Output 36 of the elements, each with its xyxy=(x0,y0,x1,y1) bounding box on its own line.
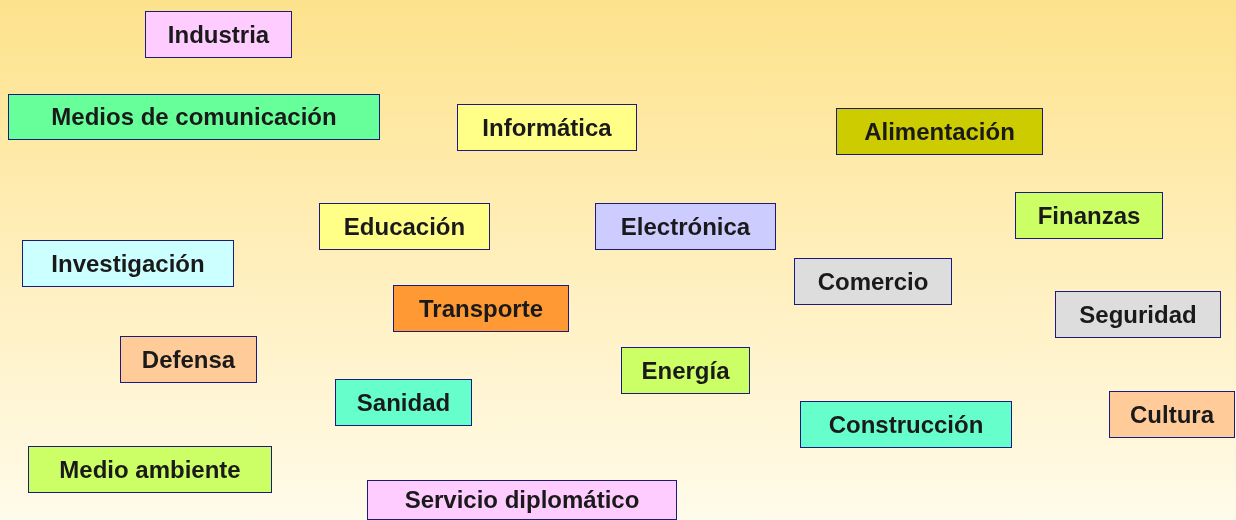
sector-box xyxy=(8,94,380,140)
sector-label: Cultura xyxy=(1130,400,1214,429)
sector-box xyxy=(319,203,490,250)
sector-box xyxy=(621,347,750,394)
sector-label: Servicio diplomático xyxy=(404,486,640,514)
sector-box xyxy=(1015,192,1163,239)
sector-label: Finanzas xyxy=(1037,201,1141,230)
sector-label: Sanidad xyxy=(356,388,451,417)
sector-box xyxy=(1055,291,1221,338)
sector-label: Informática xyxy=(482,113,612,142)
sector-box xyxy=(393,285,569,332)
sector-box xyxy=(836,108,1043,155)
sector-label: Alimentación xyxy=(864,117,1015,146)
sector-box xyxy=(145,11,292,58)
sector-box xyxy=(1109,391,1235,438)
sector-label: Educación xyxy=(343,212,466,241)
sector-label: Medio ambiente xyxy=(59,455,241,484)
sector-label: Defensa xyxy=(141,345,236,374)
sector-box xyxy=(595,203,776,250)
sector-box xyxy=(367,480,677,520)
sector-box xyxy=(120,336,257,383)
sector-label: Investigación xyxy=(51,249,205,278)
sector-label: Medios de comunicación xyxy=(51,103,337,131)
sector-label: Industria xyxy=(167,20,270,49)
sector-label: Seguridad xyxy=(1079,300,1197,329)
sector-label: Transporte xyxy=(419,294,543,323)
sector-box xyxy=(335,379,472,426)
sector-box xyxy=(457,104,637,151)
sector-label: Comercio xyxy=(817,267,929,296)
sector-box xyxy=(28,446,272,493)
sector-box xyxy=(22,240,234,287)
sector-box xyxy=(794,258,952,305)
sector-box xyxy=(800,401,1012,448)
sector-label: Construcción xyxy=(828,410,984,439)
sector-label: Energía xyxy=(641,356,730,385)
sector-label: Electrónica xyxy=(620,212,751,241)
